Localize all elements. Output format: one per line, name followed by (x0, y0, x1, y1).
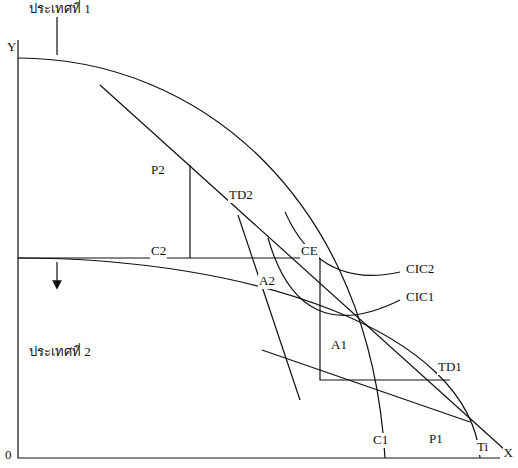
price-line (262, 350, 470, 422)
axis-label: P1 (428, 432, 444, 447)
country-arrow (56, 12, 57, 55)
axis-label: 0 (4, 448, 13, 463)
country-arrow (56, 262, 57, 285)
indifference-curve (268, 238, 400, 315)
axis-label: C1 (372, 433, 389, 448)
axis-label: ประเทศที่ 1 (28, 2, 92, 17)
axis-label: Y (6, 40, 17, 55)
axis-label: TD1 (437, 360, 463, 375)
axis-label: CIC1 (405, 290, 435, 305)
axis-label: CE (300, 244, 319, 259)
indifference-curve (285, 212, 400, 275)
axis-label: CIC2 (405, 262, 435, 277)
ppf-curve (18, 258, 480, 458)
axis-label: ประเทศที่ 2 (28, 345, 92, 360)
price-line (100, 85, 505, 450)
axis-label: TD2 (228, 188, 254, 203)
axis-label: P2 (150, 163, 166, 178)
axis-label: C2 (150, 244, 167, 259)
axis-label: Ti (476, 440, 489, 455)
axis-label: A2 (258, 274, 276, 289)
axis-label: A1 (330, 338, 348, 353)
axes (18, 40, 500, 458)
axis-label: X (503, 446, 514, 461)
trade-line (320, 258, 450, 380)
trade-line (189, 165, 190, 258)
ppf-curve (18, 58, 385, 458)
